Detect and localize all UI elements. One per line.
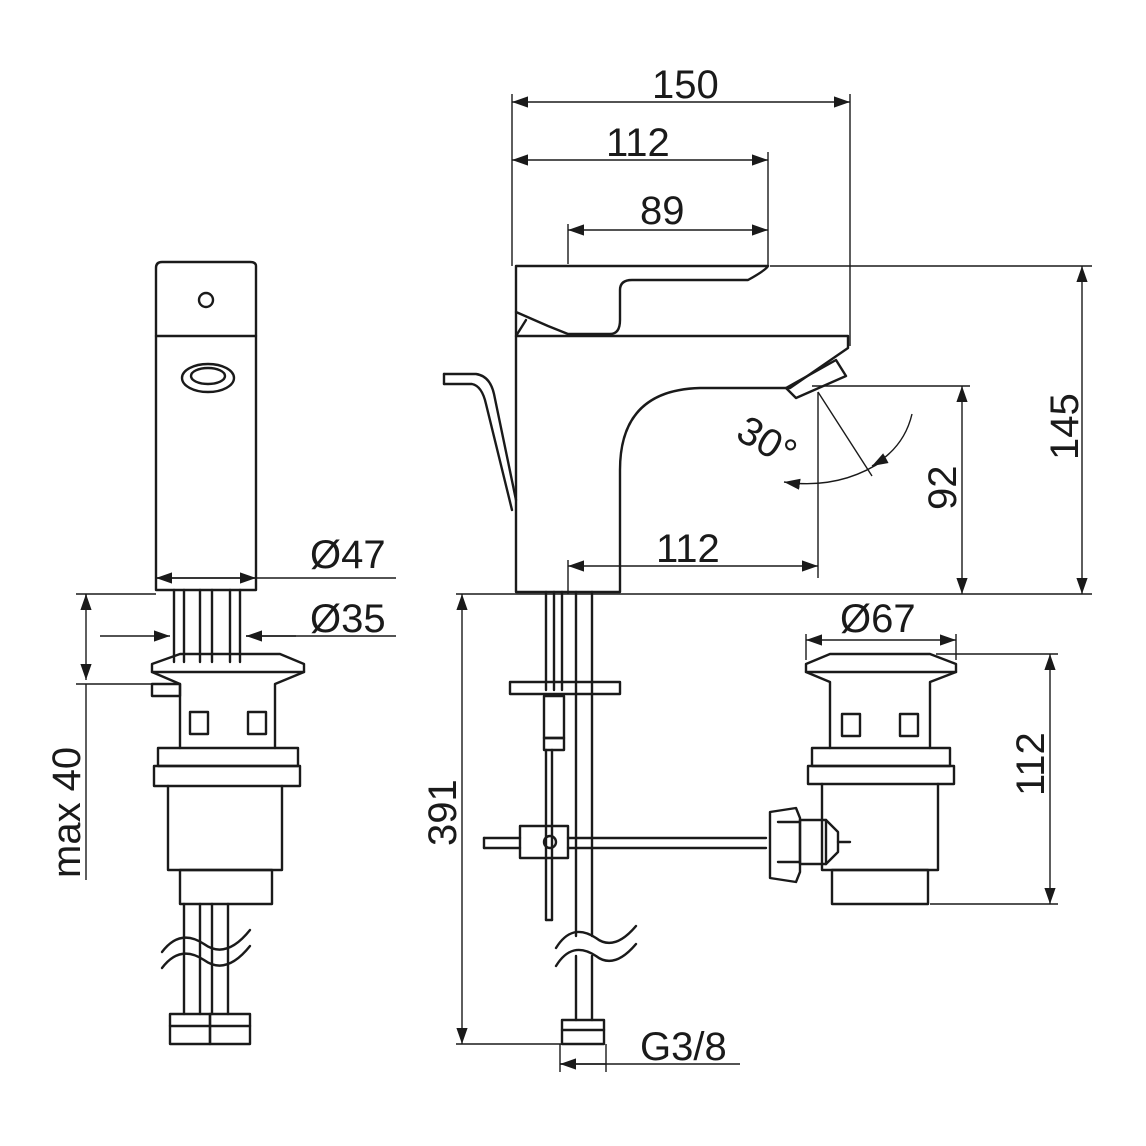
dim-length-112-top: 112 [606, 121, 670, 165]
dim-length-391: 391 [421, 779, 465, 846]
dim-height-92: 92 [921, 466, 965, 511]
dim-waste-112: 112 [1009, 732, 1053, 796]
front-view-dimensions: 150 112 89 145 92 112 30° 391 G3/ [421, 63, 1092, 1072]
dim-thread-g38: G3/8 [640, 1025, 727, 1069]
waste-view-dimensions: Ø67 112 [805, 597, 1058, 905]
dim-reach-112: 112 [656, 527, 720, 571]
front-view [442, 264, 850, 1046]
dim-dia-67: Ø67 [840, 597, 916, 641]
dim-length-89: 89 [640, 189, 685, 233]
side-view [150, 260, 306, 1046]
dim-angle-30: 30° [730, 408, 804, 476]
dim-dia-47: Ø47 [310, 533, 386, 577]
dim-width-150: 150 [652, 63, 719, 107]
waste-view [768, 652, 958, 906]
side-view-dimensions: Ø47 Ø35 max 40 [45, 533, 396, 880]
dim-dia-35: Ø35 [310, 597, 386, 641]
dim-max-40: max 40 [45, 747, 89, 878]
dim-height-145: 145 [1043, 393, 1087, 460]
